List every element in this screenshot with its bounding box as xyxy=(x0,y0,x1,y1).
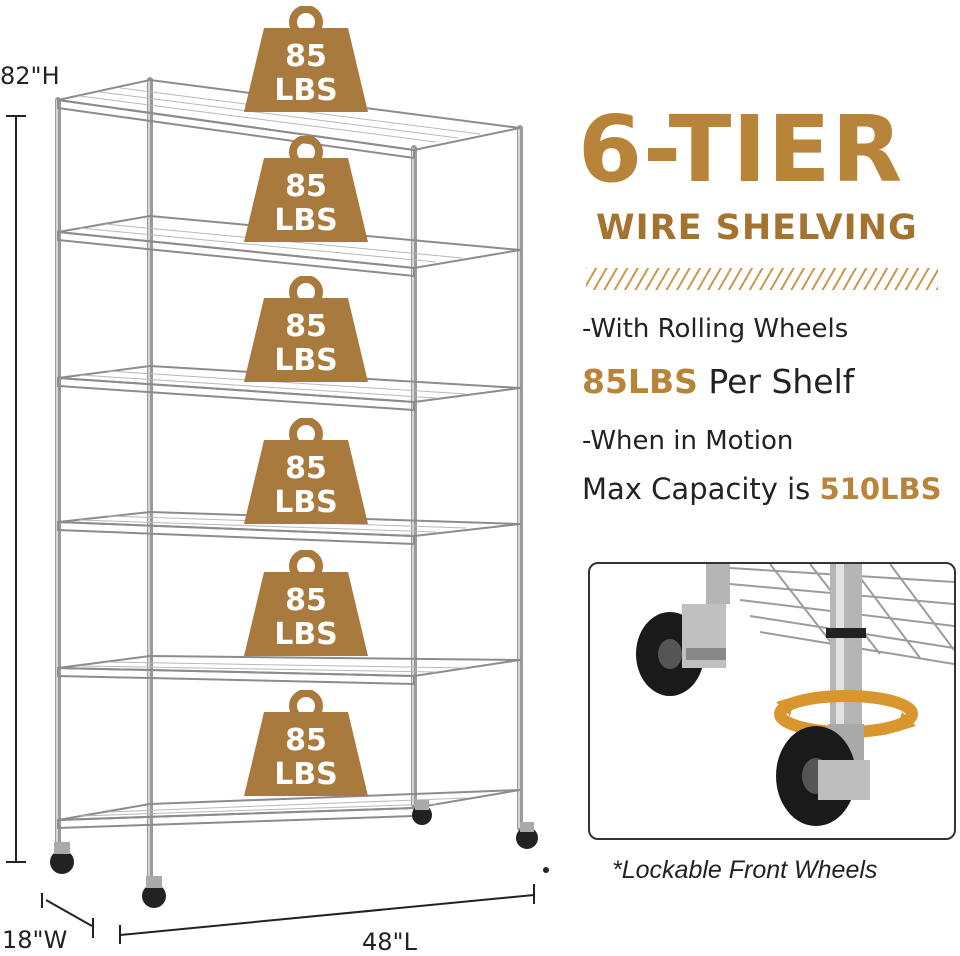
max-capacity-weight: 510LBS xyxy=(819,472,942,506)
weight-number: 85 xyxy=(285,39,327,74)
per-shelf-text: Per Shelf xyxy=(697,362,855,401)
height-dimension-label: 82"H xyxy=(0,62,60,90)
feature-per-shelf: 85LBS Per Shelf xyxy=(582,362,854,401)
weight-number: 85 xyxy=(285,583,327,618)
decorative-hatch-divider xyxy=(586,268,938,290)
weight-unit: LBS xyxy=(274,617,338,652)
weight-icon xyxy=(244,136,368,242)
weight-number: 85 xyxy=(285,309,327,344)
weight-number: 85 xyxy=(285,169,327,204)
feature-max-capacity: Max Capacity is 510LBS xyxy=(582,472,942,506)
width-dimension-label: 18"W xyxy=(2,926,68,954)
weight-unit: LBS xyxy=(274,343,338,378)
weight-number: 85 xyxy=(285,723,327,758)
product-subtitle: WIRE SHELVING xyxy=(596,208,918,248)
weight-unit: LBS xyxy=(274,485,338,520)
inset-caption: *Lockable Front Wheels xyxy=(612,856,878,884)
weight-badge-tier-2: 85 LBS xyxy=(242,136,370,246)
weight-badge-tier-4: 85 LBS xyxy=(242,418,370,528)
weight-icon xyxy=(244,550,368,656)
lockable-wheels-inset xyxy=(588,562,956,840)
per-shelf-weight: 85LBS xyxy=(582,362,698,401)
weight-badge-tier-3: 85 LBS xyxy=(242,276,370,386)
weight-icon xyxy=(244,690,368,796)
caster-wheel-illustration xyxy=(636,564,954,826)
weight-icon xyxy=(244,418,368,524)
feature-rolling-wheels: -With Rolling Wheels xyxy=(582,314,849,344)
weight-icon xyxy=(244,6,368,112)
feature-in-motion: -When in Motion xyxy=(582,426,794,456)
weight-unit: LBS xyxy=(274,73,338,108)
weight-badge-tier-6: 85 LBS xyxy=(242,690,370,800)
length-dimension-label: 48"L xyxy=(362,928,417,956)
max-capacity-text: Max Capacity is xyxy=(582,472,820,506)
weight-badge-tier-5: 85 LBS xyxy=(242,550,370,660)
weight-number: 85 xyxy=(285,451,327,486)
weight-unit: LBS xyxy=(274,203,338,238)
product-title: 6-TIER xyxy=(578,96,904,203)
wire-shelving-illustration xyxy=(6,77,549,944)
weight-badge-tier-1: 85 LBS xyxy=(242,6,370,116)
weight-icon xyxy=(244,276,368,382)
weight-unit: LBS xyxy=(274,757,338,792)
